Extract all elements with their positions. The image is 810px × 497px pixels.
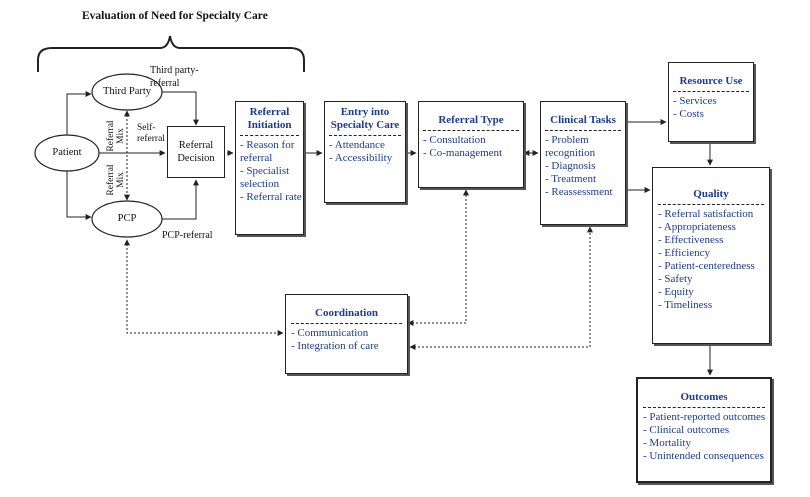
- clinical-tasks-title: Clinical Tasks: [550, 114, 616, 126]
- list-item: - Specialist selection: [240, 165, 290, 190]
- list-item: - Diagnosis: [545, 160, 596, 172]
- referral-mix-top-label: Referral Mix: [106, 120, 126, 152]
- list-item: - Communication: [291, 327, 369, 339]
- divider: [673, 91, 749, 92]
- list-item: - Reassessment: [545, 186, 613, 198]
- third-party-label: Third Party: [102, 86, 152, 97]
- list-item: - Referral rate: [240, 191, 302, 203]
- arrow-patient-pcp: [66, 171, 92, 220]
- divider: [329, 135, 401, 136]
- dotted-type-coordination: [407, 189, 469, 326]
- list-item: - Efficiency: [658, 247, 711, 259]
- resource-use-box: Resource Use - Services - Costs: [668, 62, 754, 142]
- self-referral-label: Self-referral: [137, 123, 165, 144]
- arrow-patient-third-party: [66, 91, 92, 135]
- divider: [291, 323, 402, 324]
- third-party-referral-label: Third party-referral: [150, 65, 199, 89]
- referral-type-title: Referral Type: [438, 114, 504, 126]
- list-item: - Services: [673, 95, 717, 107]
- list-item: - Patient-reported outcomes: [643, 411, 766, 423]
- clinical-tasks-box: Clinical Tasks - Problem recognition - D…: [540, 101, 626, 225]
- divider: [658, 204, 764, 205]
- arrow-third-party-referral: [162, 91, 199, 126]
- list-item: - Attendance: [329, 139, 385, 151]
- outcomes-title: Outcomes: [680, 391, 728, 403]
- referral-initiation-box: Referral Initiation - Reason for referra…: [235, 101, 304, 235]
- quality-title: Quality: [693, 188, 729, 200]
- list-item: - Safety: [658, 273, 693, 285]
- list-item: - Clinical outcomes: [643, 424, 730, 436]
- patient-label: Patient: [52, 147, 82, 158]
- dotted-pcp-coordination: [124, 239, 284, 336]
- header-brace: [37, 35, 305, 72]
- divider: [423, 130, 519, 131]
- pcp-referral-label: PCP-referral: [162, 230, 213, 241]
- list-item: - Referral satisfaction: [658, 208, 754, 220]
- coordination-box: Coordination - Communication - Integrati…: [285, 294, 408, 374]
- list-item: - Mortality: [643, 437, 691, 449]
- referral-decision-box: Referral Decision: [167, 126, 225, 178]
- resource-use-title: Resource Use: [679, 75, 743, 87]
- dotted-clinical-coordination: [409, 226, 593, 350]
- referral-mix-bottom-label: Referral Mix: [106, 164, 126, 196]
- referral-type-box: Referral Type - Consultation - Co-manage…: [418, 101, 524, 188]
- entry-specialty-care-box: Entry into Specialty Care - Attendance -…: [324, 101, 406, 203]
- arrow-pcp-referral: [162, 179, 199, 220]
- list-item: - Problem recognition: [545, 134, 596, 159]
- list-item: - Equity: [658, 286, 694, 298]
- divider: [240, 135, 299, 136]
- entry-specialty-care-title: Entry into Specialty Care: [330, 106, 400, 131]
- divider: [643, 407, 765, 408]
- list-item: - Timeliness: [658, 299, 713, 311]
- list-item: - Costs: [673, 108, 704, 120]
- list-item: - Reason for referral: [240, 139, 295, 164]
- coordination-title: Coordination: [315, 307, 378, 319]
- list-item: - Treatment: [545, 173, 597, 185]
- list-item: - Effectiveness: [658, 234, 724, 246]
- list-item: - Co-management: [423, 147, 503, 159]
- quality-box: Quality - Referral satisfaction - Approp…: [652, 167, 770, 344]
- referral-initiation-title: Referral Initiation: [247, 106, 292, 131]
- referral-decision-label: Referral Decision: [177, 140, 215, 164]
- list-item: - Unintended consequences: [643, 450, 764, 462]
- pcp-label: PCP: [117, 213, 137, 224]
- list-item: - Integration of care: [291, 340, 379, 352]
- list-item: - Accessibility: [329, 152, 393, 164]
- divider: [545, 130, 621, 131]
- list-item: - Appropriateness: [658, 221, 736, 233]
- list-item: - Consultation: [423, 134, 486, 146]
- list-item: - Patient-centeredness: [658, 260, 755, 272]
- page-title: Evaluation of Need for Specialty Care: [82, 10, 268, 22]
- outcomes-box: Outcomes - Patient-reported outcomes - C…: [636, 377, 772, 483]
